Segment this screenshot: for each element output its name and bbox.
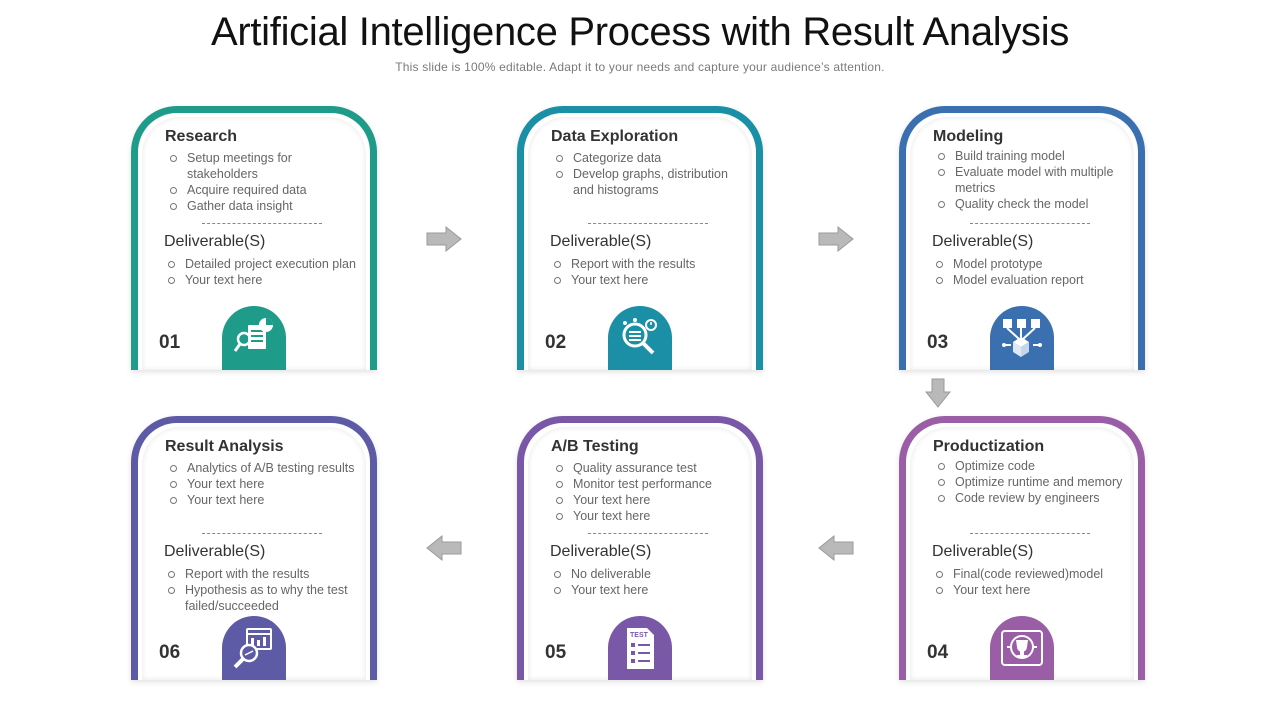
deliverable-item: Report with the results — [166, 566, 356, 582]
dashed-divider — [588, 223, 708, 224]
step-title: Modeling — [933, 128, 1004, 145]
deliverables-heading: Deliverable(S) — [932, 233, 1034, 250]
step-number: 06 — [159, 642, 181, 663]
step-number: 04 — [927, 642, 949, 663]
task-item: Build training model — [936, 148, 1126, 164]
step-title: Productization — [933, 438, 1045, 455]
task-item: Monitor test performance — [554, 476, 744, 492]
dashed-divider — [202, 223, 322, 224]
deliverables-heading: Deliverable(S) — [164, 233, 266, 250]
deliverables-heading: Deliverable(S) — [550, 233, 652, 250]
step-number: 02 — [545, 332, 567, 353]
deliverable-item: Your text here — [552, 582, 742, 598]
step-number: 03 — [927, 332, 949, 353]
task-item: Your text here — [168, 492, 358, 508]
research-document-magnifier-icon — [222, 306, 286, 370]
task-item: Optimize code — [936, 458, 1126, 474]
step-number: 01 — [159, 332, 181, 353]
trophy-award-icon — [990, 616, 1054, 680]
task-item: Evaluate model with multiple metrics — [936, 164, 1126, 196]
dashed-divider — [970, 223, 1090, 224]
slide-title: Artificial Intelligence Process with Res… — [210, 10, 1070, 54]
task-item: Acquire required data — [168, 182, 358, 198]
model-network-icon — [990, 306, 1054, 370]
deliverable-item: Your text here — [166, 272, 356, 288]
deliverables-heading: Deliverable(S) — [550, 543, 652, 560]
dashed-divider — [202, 533, 322, 534]
deliverables-heading: Deliverable(S) — [164, 543, 266, 560]
step-title: Research — [165, 128, 238, 145]
task-item: Gather data insight — [168, 198, 358, 214]
result-analysis-magnifier-icon — [222, 616, 286, 680]
deliverable-item: Report with the results — [552, 256, 742, 272]
task-item: Quality check the model — [936, 196, 1126, 212]
step-title: Result Analysis — [165, 438, 284, 455]
step-title: Data Exploration — [551, 128, 679, 145]
dashed-divider — [970, 533, 1090, 534]
arrow-down-icon — [924, 378, 952, 408]
deliverable-item: Final(code reviewed)model — [934, 566, 1124, 582]
arrow-left-icon — [818, 534, 854, 562]
deliverable-item: Hypothesis as to why the test failed/suc… — [166, 582, 356, 614]
task-item: Analytics of A/B testing results — [168, 460, 358, 476]
deliverables-heading: Deliverable(S) — [932, 543, 1034, 560]
deliverable-item: Detailed project execution plan — [166, 256, 356, 272]
task-item: Quality assurance test — [554, 460, 744, 476]
deliverable-item: Model evaluation report — [934, 272, 1124, 288]
data-exploration-magnifier-icon — [608, 306, 672, 370]
task-item: Your text here — [554, 492, 744, 508]
deliverable-item: Your text here — [552, 272, 742, 288]
deliverable-item: No deliverable — [552, 566, 742, 582]
deliverable-item: Model prototype — [934, 256, 1124, 272]
dashed-divider — [588, 533, 708, 534]
task-item: Setup meetings for stakeholders — [168, 150, 358, 182]
slide-subtitle: This slide is 100% editable. Adapt it to… — [395, 60, 885, 74]
arrow-left-icon — [426, 534, 462, 562]
task-item: Your text here — [168, 476, 358, 492]
arrow-right-icon — [426, 225, 462, 253]
step-title: A/B Testing — [551, 438, 639, 455]
task-item: Develop graphs, distribution and histogr… — [554, 166, 744, 198]
task-item: Categorize data — [554, 150, 744, 166]
svg-text:TEST: TEST — [630, 632, 649, 639]
deliverable-item: Your text here — [934, 582, 1124, 598]
arrow-right-icon — [818, 225, 854, 253]
test-checklist-icon: TEST — [608, 616, 672, 680]
task-item: Optimize runtime and memory — [936, 474, 1126, 490]
step-number: 05 — [545, 642, 567, 663]
task-item: Code review by engineers — [936, 490, 1126, 506]
task-item: Your text here — [554, 508, 744, 524]
